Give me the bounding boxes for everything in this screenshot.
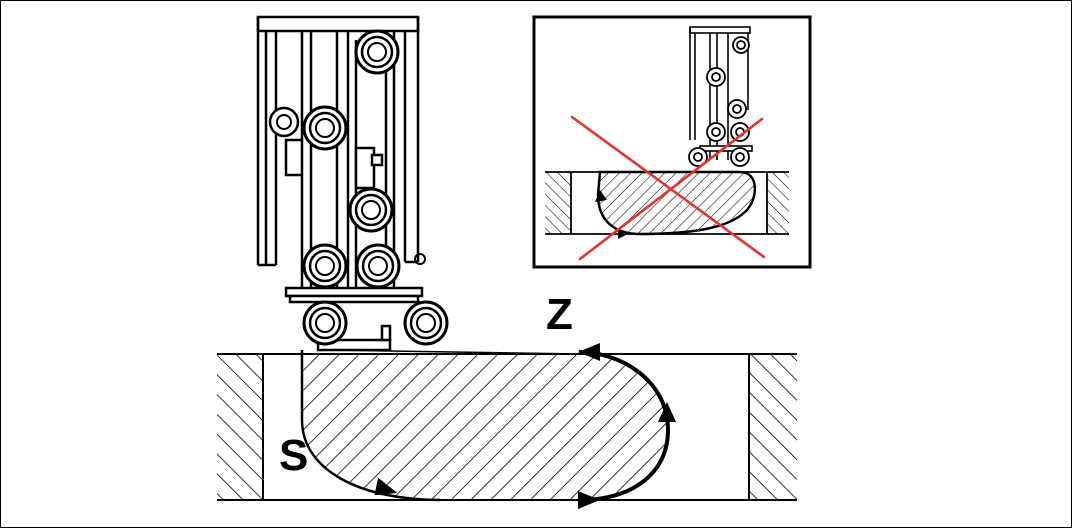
left-wall-hatch — [217, 354, 263, 500]
cut-path-z — [578, 343, 676, 509]
direction-arrow-icon — [374, 477, 398, 496]
saw-head — [256, 15, 424, 352]
label-s: S — [279, 431, 309, 480]
cut-region-hatch — [302, 354, 668, 500]
saw-rollers — [268, 29, 449, 346]
workpiece — [217, 349, 797, 502]
direction-arrow-icon — [578, 343, 600, 361]
inset-wrong-method — [532, 15, 812, 269]
red-x-mark-icon — [570, 115, 766, 261]
label-z: Z — [546, 290, 573, 339]
direction-arrow-icon — [578, 491, 600, 509]
right-wall-hatch — [749, 354, 797, 500]
direction-arrow-icon — [658, 402, 676, 422]
